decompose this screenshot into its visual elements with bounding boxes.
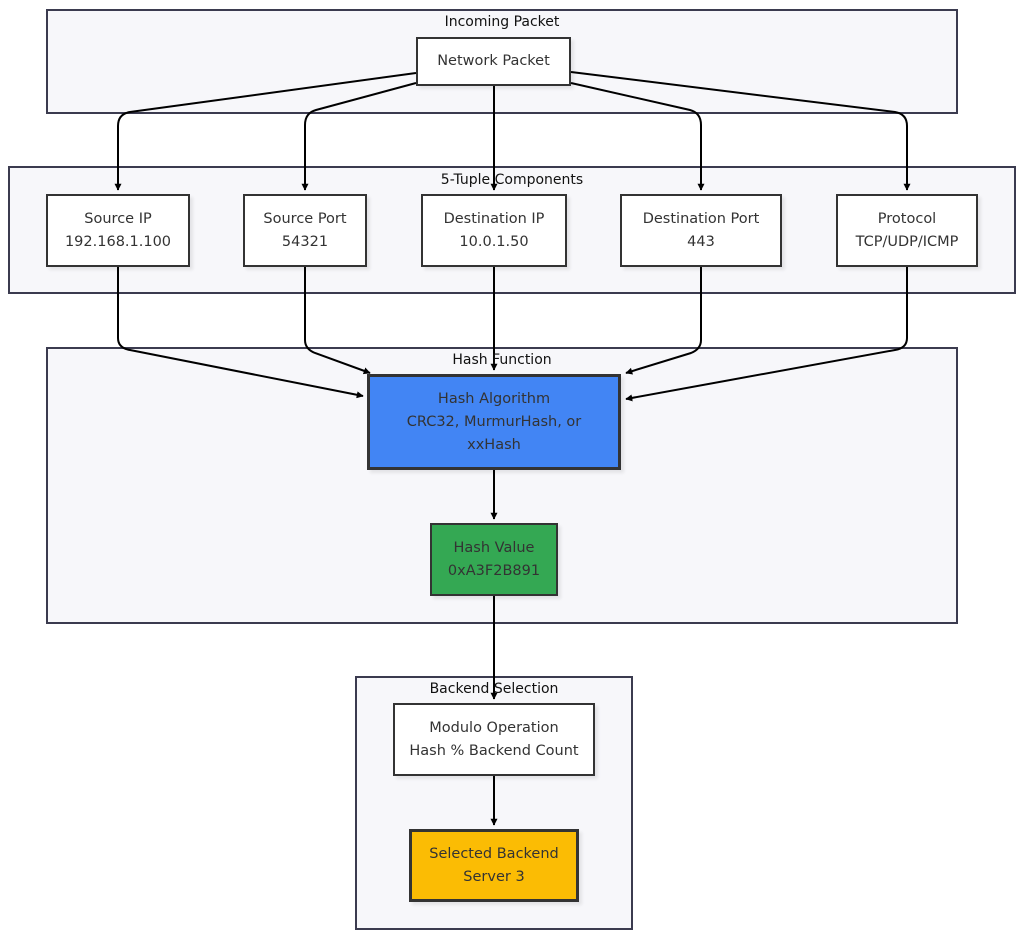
cluster-label: Hash Function bbox=[452, 352, 552, 368]
node-value: 54321 bbox=[281, 233, 329, 250]
node-value: Server 3 bbox=[463, 868, 525, 885]
node-value: TCP/UDP/ICMP bbox=[855, 233, 959, 250]
cluster-label: Backend Selection bbox=[429, 681, 559, 697]
node-label: Source Port bbox=[263, 210, 347, 227]
node-network-packet[interactable]: Network Packet bbox=[416, 37, 571, 86]
node-value: xxHash bbox=[467, 436, 521, 453]
node-destination-port[interactable]: Destination Port 443 bbox=[620, 194, 782, 267]
node-label: Selected Backend bbox=[429, 845, 559, 862]
node-value: Hash % Backend Count bbox=[409, 742, 579, 759]
node-value: 0xA3F2B891 bbox=[447, 562, 541, 579]
node-hash-algorithm[interactable]: Hash Algorithm CRC32, MurmurHash, or xxH… bbox=[367, 374, 621, 470]
node-value: 10.0.1.50 bbox=[459, 233, 529, 250]
node-modulo-operation[interactable]: Modulo Operation Hash % Backend Count bbox=[393, 703, 595, 776]
cluster-label: Incoming Packet bbox=[444, 14, 560, 30]
node-value: CRC32, MurmurHash, or bbox=[406, 413, 582, 430]
node-label: Network Packet bbox=[437, 53, 550, 69]
node-label: Destination IP bbox=[443, 210, 545, 227]
node-label: Hash Algorithm bbox=[437, 390, 551, 407]
cluster-label: 5-Tuple Components bbox=[440, 172, 584, 188]
node-source-port[interactable]: Source Port 54321 bbox=[243, 194, 367, 267]
node-destination-ip[interactable]: Destination IP 10.0.1.50 bbox=[421, 194, 567, 267]
node-label: Protocol bbox=[877, 210, 937, 227]
node-value: 443 bbox=[687, 233, 715, 250]
node-hash-value[interactable]: Hash Value 0xA3F2B891 bbox=[430, 523, 558, 596]
node-protocol[interactable]: Protocol TCP/UDP/ICMP bbox=[836, 194, 978, 267]
node-label: Modulo Operation bbox=[429, 719, 559, 736]
node-label: Hash Value bbox=[453, 539, 535, 556]
node-source-ip[interactable]: Source IP 192.168.1.100 bbox=[46, 194, 190, 267]
node-value: 192.168.1.100 bbox=[64, 233, 172, 250]
node-label: Destination Port bbox=[642, 210, 760, 227]
node-selected-backend[interactable]: Selected Backend Server 3 bbox=[409, 829, 579, 902]
node-label: Source IP bbox=[84, 210, 152, 227]
